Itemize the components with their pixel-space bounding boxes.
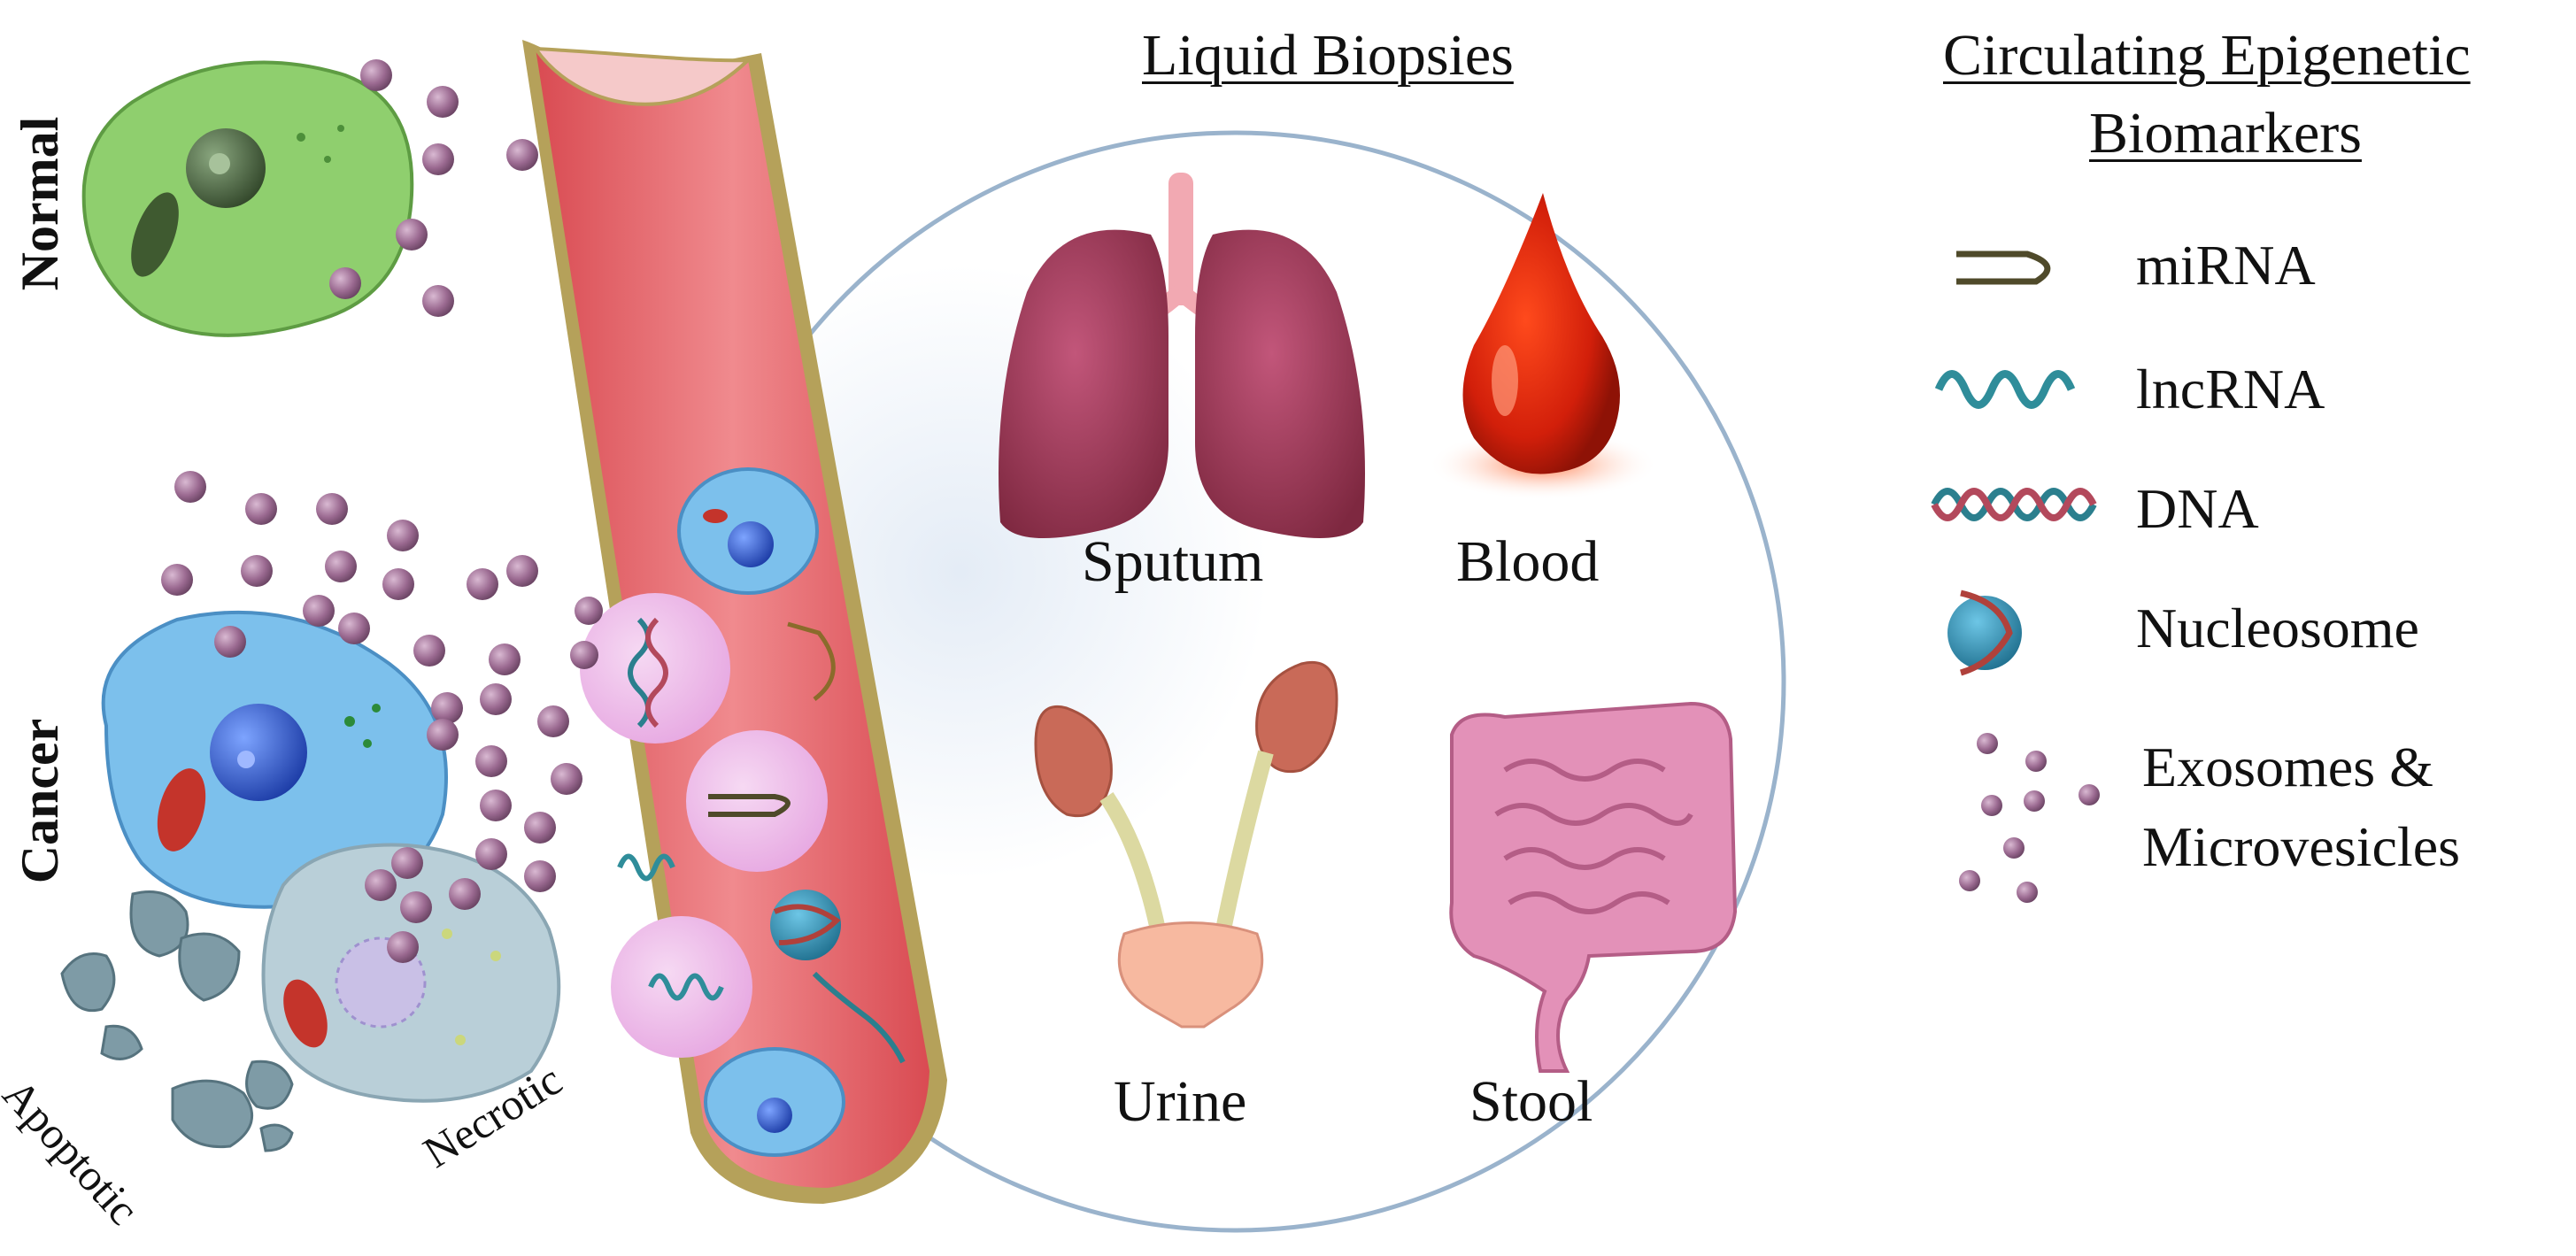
- urine-label: Urine: [1114, 1069, 1247, 1134]
- lncrna-strand-icon: [648, 973, 724, 1001]
- vessel-contents: [580, 467, 906, 1157]
- cancer-cell: [101, 610, 448, 909]
- legend-nucleosome-label: Nucleosome: [2136, 597, 2419, 659]
- legend-exosomes-label: Exosomes &: [2142, 736, 2433, 798]
- exosome-mirna-vessel: [686, 730, 828, 872]
- lncrna-strand-icon: [617, 853, 675, 882]
- legend-dna-label: DNA: [2136, 477, 2259, 540]
- legend-icons: [1931, 250, 2100, 903]
- kidneys-bladder-icon: [1034, 661, 1338, 1029]
- mirna-hairpin-icon: [1956, 250, 2051, 285]
- cancer-cell-vessel-top: [677, 467, 819, 595]
- biomarkers-heading-line1: Circulating Epigenetic: [1943, 23, 2471, 88]
- mirna-hairpin-icon: [708, 794, 791, 817]
- legend-microvesicles-label: Microvesicles: [2142, 815, 2460, 878]
- mirna-hairpin-icon: [787, 621, 836, 701]
- dna-helix-icon: [1931, 488, 2097, 521]
- dna-helix-icon: [812, 971, 906, 1064]
- exosome-dots-icon: [1959, 733, 2100, 903]
- legend-lncrna-label: lncRNA: [2136, 358, 2325, 420]
- lungs-icon: [999, 173, 1365, 538]
- exosome-particles: [161, 59, 603, 963]
- blood-drop-icon: [1428, 193, 1658, 500]
- necrotic-cell: [261, 843, 561, 1103]
- lncrna-strand-icon: [1934, 370, 2076, 409]
- cancer-cell-vessel-bottom: [704, 1047, 845, 1157]
- biomarkers-heading-line2: Biomarkers: [2089, 101, 2362, 166]
- intestine-icon: [1449, 701, 1738, 1073]
- nucleosome-vessel: [770, 890, 841, 960]
- normal-cell: [81, 60, 414, 337]
- cancer-label: Cancer: [11, 718, 69, 884]
- sputum-label: Sputum: [1082, 529, 1264, 594]
- blood-label: Blood: [1456, 529, 1600, 594]
- apoptotic-bodies: [60, 890, 294, 1152]
- exosome-dna-vessel: [580, 593, 730, 744]
- exosome-lncrna-vessel: [611, 916, 752, 1058]
- nucleosome-icon: [1947, 589, 2022, 676]
- liquid-biopsies-heading: Liquid Biopsies: [1142, 23, 1514, 88]
- normal-label: Normal: [11, 116, 69, 291]
- stool-label: Stool: [1469, 1069, 1593, 1134]
- legend-mirna-label: miRNA: [2136, 234, 2316, 297]
